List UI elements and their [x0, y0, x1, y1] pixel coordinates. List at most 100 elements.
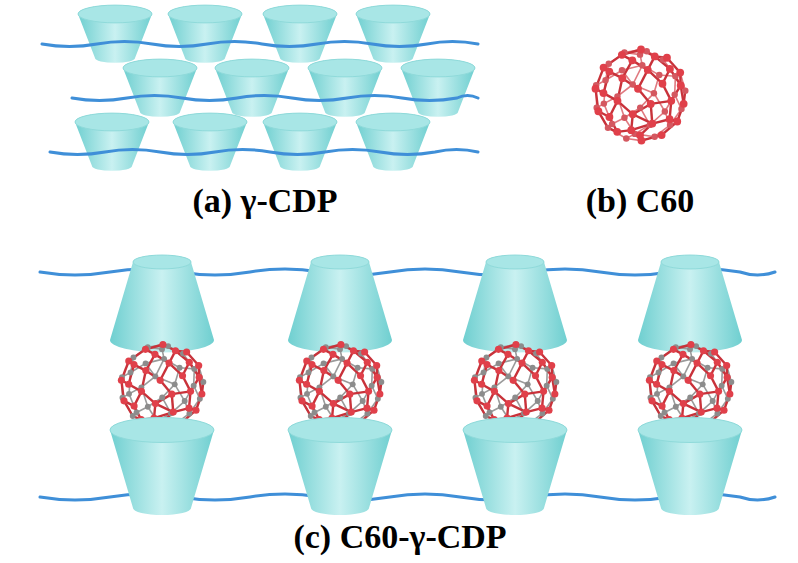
atom — [478, 381, 485, 388]
atom — [687, 395, 693, 401]
atom — [296, 377, 303, 384]
atom — [143, 360, 149, 366]
atom — [323, 404, 329, 410]
atom — [304, 391, 310, 397]
atom — [673, 404, 679, 410]
atom — [666, 115, 674, 123]
atom — [512, 341, 519, 348]
cup-body — [75, 113, 149, 171]
cup-body — [215, 59, 289, 117]
atom — [539, 359, 546, 366]
cup-rim — [486, 255, 544, 269]
cup-rim — [78, 5, 152, 23]
atom — [481, 370, 487, 376]
atom — [711, 348, 718, 355]
atom — [700, 381, 706, 387]
atom — [130, 361, 137, 368]
atom — [172, 347, 179, 354]
atom — [321, 360, 327, 366]
cup-body — [288, 255, 392, 352]
atom — [120, 397, 127, 404]
atom — [373, 362, 380, 369]
atom — [687, 341, 694, 348]
atom — [479, 391, 485, 397]
atom — [680, 100, 688, 108]
atom — [337, 341, 344, 348]
atom — [504, 351, 511, 358]
panel-label: (a) γ-CDP — [192, 182, 337, 219]
c60-molecule — [592, 46, 689, 145]
atom — [619, 67, 625, 73]
atom — [658, 131, 666, 139]
cyclodextrin-cup — [463, 255, 567, 352]
atom — [658, 413, 664, 419]
atom — [191, 383, 197, 389]
atom — [519, 360, 526, 367]
atom — [337, 395, 343, 401]
atom — [355, 365, 361, 371]
cyclodextrin-cup — [110, 418, 214, 515]
atom — [131, 403, 138, 410]
atom — [651, 133, 657, 139]
atom — [707, 372, 714, 379]
atom — [627, 126, 635, 134]
cup-rim — [215, 59, 289, 77]
atom — [316, 388, 323, 395]
atom — [505, 400, 512, 407]
atom — [370, 407, 377, 414]
polymer-chain — [50, 150, 478, 155]
atom — [145, 404, 151, 410]
atom — [628, 56, 636, 64]
cup-body — [638, 418, 742, 515]
atom — [648, 397, 655, 404]
atom — [159, 341, 166, 348]
atom — [605, 68, 613, 76]
atom — [168, 391, 175, 398]
atom — [308, 413, 314, 419]
atom — [618, 74, 626, 82]
atom — [700, 347, 707, 354]
cyclodextrin-cup — [78, 5, 152, 63]
atom — [666, 65, 674, 73]
cup-rim — [123, 59, 197, 77]
atom — [376, 390, 383, 397]
atom — [320, 346, 327, 353]
atom — [614, 97, 622, 105]
cup-rim — [168, 5, 242, 23]
atom — [521, 391, 528, 398]
atom — [151, 351, 158, 358]
atom — [679, 351, 686, 358]
atom — [637, 46, 645, 54]
atom — [128, 370, 134, 376]
cup-body — [308, 59, 382, 117]
atom — [648, 120, 656, 128]
atom — [523, 409, 530, 416]
atom — [187, 388, 194, 395]
atom — [303, 381, 310, 388]
atom — [530, 365, 536, 371]
atom — [360, 398, 366, 404]
atom — [182, 398, 188, 404]
atom — [152, 400, 159, 407]
atom — [646, 377, 653, 384]
atom — [308, 361, 315, 368]
atom — [551, 390, 558, 397]
atom — [659, 80, 667, 88]
atom — [713, 405, 720, 412]
atom — [525, 381, 531, 387]
atom — [166, 360, 173, 367]
cup-body — [110, 418, 214, 515]
atom — [118, 377, 125, 384]
atom — [192, 407, 199, 414]
atom — [644, 66, 652, 74]
cup-rim — [75, 113, 149, 131]
atom — [484, 403, 491, 410]
atom — [491, 388, 498, 395]
atom — [330, 400, 337, 407]
atom — [157, 377, 164, 384]
atom — [656, 72, 662, 78]
atom — [629, 110, 637, 118]
cyclodextrin-cup — [75, 113, 149, 171]
atom — [621, 115, 627, 121]
bond — [508, 376, 527, 384]
